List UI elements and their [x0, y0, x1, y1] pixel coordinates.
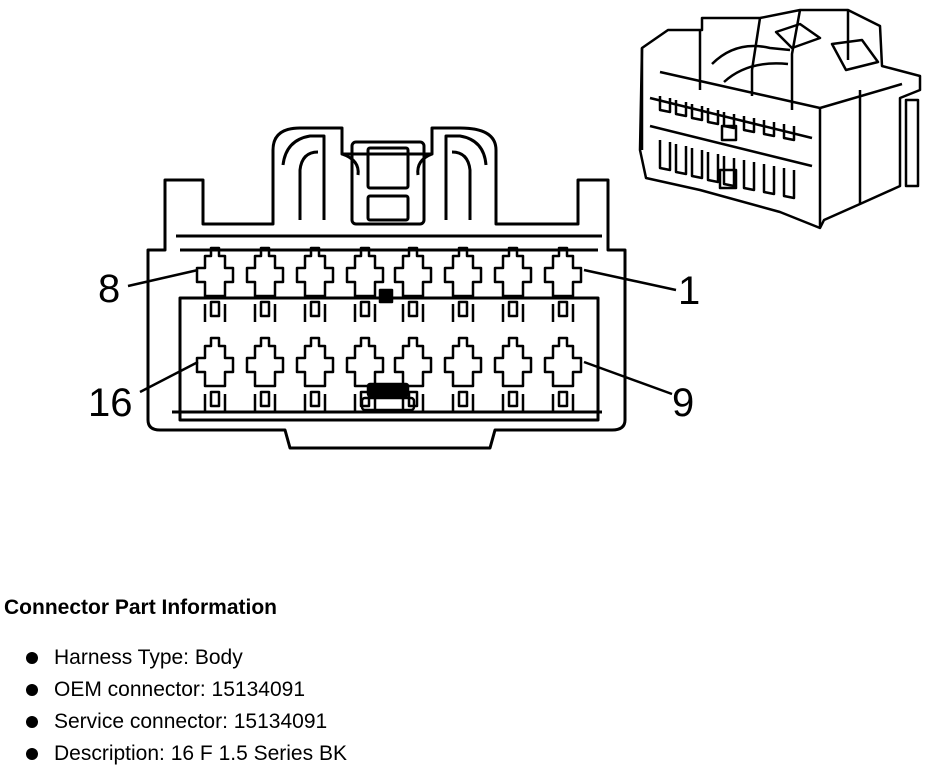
pin-label-9: 9: [672, 381, 694, 425]
list-item: OEM connector: 15134091: [4, 674, 934, 706]
service-connector: Service connector: 15134091: [54, 710, 328, 733]
pin-label-8: 8: [98, 267, 120, 311]
info-list: Harness Type: Body OEM connector: 151340…: [4, 642, 934, 770]
harness-type: Harness Type: Body: [54, 646, 243, 669]
list-item: Service connector: 15134091: [4, 706, 934, 738]
oem-connector: OEM connector: 15134091: [54, 678, 305, 701]
pin-label-1: 1: [678, 269, 700, 313]
connector-part-information: Connector Part Information Harness Type:…: [4, 596, 934, 770]
connector-isometric-view: [638, 8, 922, 230]
list-item: Harness Type: Body: [4, 642, 934, 674]
bullet-icon: [26, 652, 38, 664]
terminal-row-top: [195, 246, 583, 322]
pin-leader-lines: [127, 268, 677, 396]
connector-latch: [281, 134, 488, 226]
connector-inner-cavity: [178, 296, 600, 422]
info-title: Connector Part Information: [4, 596, 278, 619]
list-item: Description: 16 F 1.5 Series BK: [4, 738, 934, 770]
connector-housing-outline: [146, 126, 627, 450]
terminal-row-bottom: [195, 336, 583, 412]
description: Description: 16 F 1.5 Series BK: [54, 742, 347, 765]
bullet-icon: [26, 684, 38, 696]
connector-face-view: [127, 126, 677, 450]
pin-label-16: 16: [88, 381, 133, 425]
bullet-icon: [26, 716, 38, 728]
bullet-icon: [26, 748, 38, 760]
connector-diagram: 8 1 16 9: [88, 8, 922, 450]
